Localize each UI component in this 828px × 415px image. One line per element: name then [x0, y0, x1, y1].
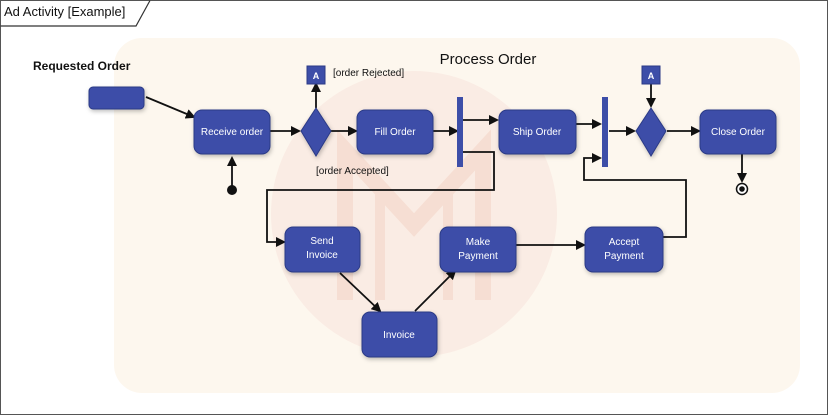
initial-node	[227, 185, 237, 195]
action-invoice[interactable]: Invoice	[361, 311, 438, 358]
frame-title: Ad Activity [Example]	[4, 4, 125, 19]
action-ship-order-label: Ship Order	[513, 127, 562, 138]
final-node	[735, 182, 749, 196]
edge-invoice-to-make	[414, 269, 457, 312]
action-make-payment-line2: Payment	[458, 251, 498, 262]
input-object-node[interactable]	[88, 86, 145, 110]
action-receive-order-label: Receive order	[201, 127, 264, 138]
watermark-logo	[271, 71, 557, 357]
action-send-invoice[interactable]: Send Invoice	[284, 226, 361, 273]
action-fill-order[interactable]: Fill Order	[356, 109, 434, 155]
merge-decision-node[interactable]	[635, 107, 667, 157]
action-make-payment-line1: Make	[466, 237, 491, 248]
decision-node-1[interactable]	[300, 107, 332, 157]
action-fill-order-label: Fill Order	[374, 127, 416, 138]
connector-a-right-label: A	[648, 71, 655, 81]
action-close-order[interactable]: Close Order	[699, 109, 777, 155]
frame-title-tab	[0, 0, 151, 27]
action-send-invoice-line2: Invoice	[306, 250, 338, 261]
edge-fork-to-send-invoice	[266, 151, 495, 247]
action-ship-order[interactable]: Ship Order	[498, 109, 577, 155]
edge-input-to-receive	[145, 96, 196, 119]
join-bar[interactable]	[602, 97, 608, 167]
diagram-title: Process Order	[440, 51, 537, 68]
action-accept-payment-line1: Accept	[609, 237, 640, 248]
edge-send-to-invoice	[339, 272, 382, 313]
action-invoice-label: Invoice	[383, 330, 415, 341]
action-accept-payment[interactable]: Accept Payment	[584, 226, 664, 273]
action-make-payment[interactable]: Make Payment	[439, 226, 517, 273]
action-close-order-label: Close Order	[711, 127, 766, 138]
action-receive-order[interactable]: Receive order	[193, 109, 271, 155]
edges	[145, 82, 747, 313]
fork-bar[interactable]	[457, 97, 463, 167]
guard-rejected: [order Rejected]	[333, 68, 404, 79]
guard-accepted: [order Accepted]	[316, 166, 389, 177]
connector-a-left[interactable]: A	[306, 65, 326, 85]
action-accept-payment-line2: Payment	[604, 251, 644, 262]
connector-a-left-label: A	[313, 71, 320, 81]
connector-a-right[interactable]: A	[641, 65, 661, 85]
edge-accept-to-join	[583, 153, 687, 238]
action-send-invoice-line1: Send	[310, 236, 333, 247]
input-label: Requested Order	[33, 59, 131, 73]
